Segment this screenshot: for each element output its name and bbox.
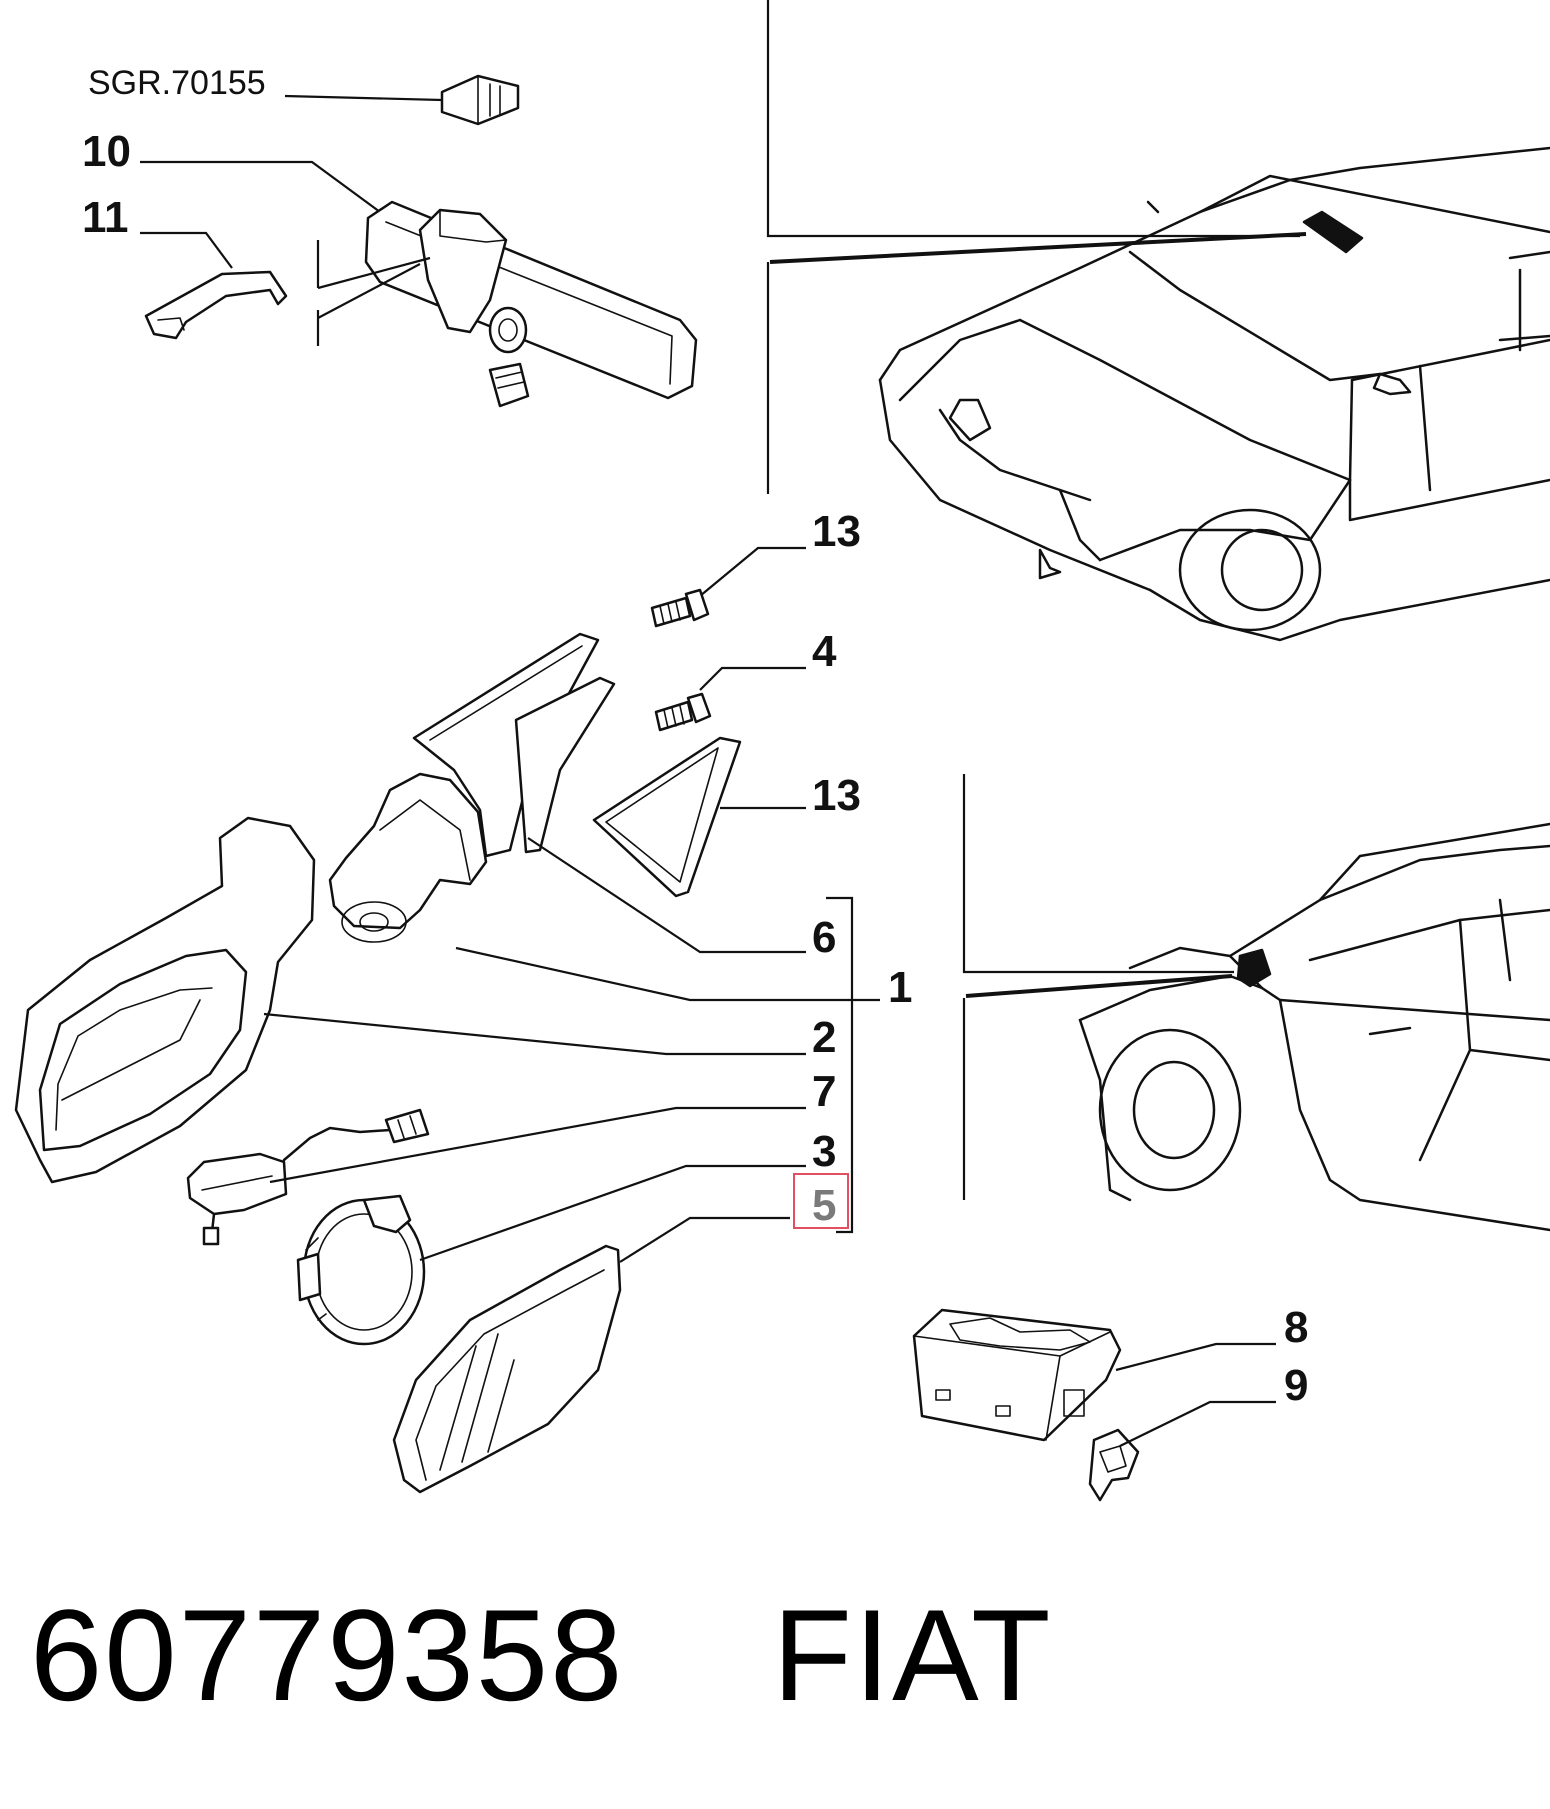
callout-5-highlight-box	[793, 1173, 849, 1229]
callout-7-leader	[269, 1106, 806, 1184]
screw-13-part	[650, 588, 710, 628]
callout-1-leader	[455, 946, 880, 1002]
mirror-housing-part	[14, 816, 316, 1184]
part-footer: 60779358 FIAT	[30, 1580, 1053, 1730]
callout-8: 8	[1284, 1303, 1308, 1352]
callout-13-mid: 13	[812, 771, 861, 820]
callout-13-top: 13	[812, 507, 861, 556]
triangle-trim-part	[592, 736, 742, 898]
car-front-illustration	[878, 146, 1550, 642]
mirror-base-part	[328, 632, 616, 943]
callout-6-leader	[527, 837, 806, 954]
callout-7: 7	[812, 1067, 836, 1116]
callout-13-top-leader	[699, 546, 806, 597]
mirror-glass-part	[392, 1244, 622, 1494]
car-b-leader-mid	[965, 974, 1233, 998]
mirror-bracket-part	[144, 270, 288, 340]
mirror-motor-part	[296, 1194, 426, 1346]
brand-name: FIAT	[772, 1582, 1053, 1728]
callout-3-leader	[419, 1164, 806, 1262]
car-b-leader-top	[962, 774, 1234, 974]
car-a-leader-top	[766, 0, 1300, 238]
callout-5: 5	[812, 1181, 836, 1230]
reference-code-leader	[284, 94, 443, 102]
callout-9: 9	[1284, 1361, 1308, 1410]
callout-2-leader	[263, 1012, 806, 1056]
callout-4-leader	[699, 666, 806, 691]
callout-8-leader	[1115, 1342, 1276, 1372]
callout-5-leader	[619, 1216, 790, 1263]
screw-4-part	[654, 692, 712, 732]
callout-4: 4	[812, 627, 837, 676]
callout-11-leader	[140, 231, 233, 269]
callout-3: 3	[812, 1127, 836, 1176]
wiring-harness-part	[186, 1108, 430, 1246]
callout-10: 10	[82, 127, 131, 176]
callout-9-leader	[1119, 1400, 1276, 1447]
mirror-leader-b	[317, 263, 421, 319]
mirror-switch-part	[912, 1308, 1122, 1442]
group-bracket	[826, 896, 854, 1234]
callout-6: 6	[812, 913, 836, 962]
reference-code-label: SGR.70155	[88, 64, 266, 102]
mirror-leader-a	[317, 256, 431, 290]
interior-mirror-part	[364, 200, 698, 408]
car-side-illustration	[1078, 822, 1550, 1232]
part-number: 60779358	[30, 1582, 625, 1728]
rain-sensor-clip-part	[440, 74, 520, 126]
callout-11: 11	[82, 193, 129, 242]
callout-1: 1	[888, 963, 912, 1012]
connector-part	[1088, 1428, 1140, 1502]
callout-10-leader	[140, 160, 381, 213]
callout-2: 2	[812, 1013, 836, 1062]
car-a-leader-mid	[769, 232, 1307, 264]
